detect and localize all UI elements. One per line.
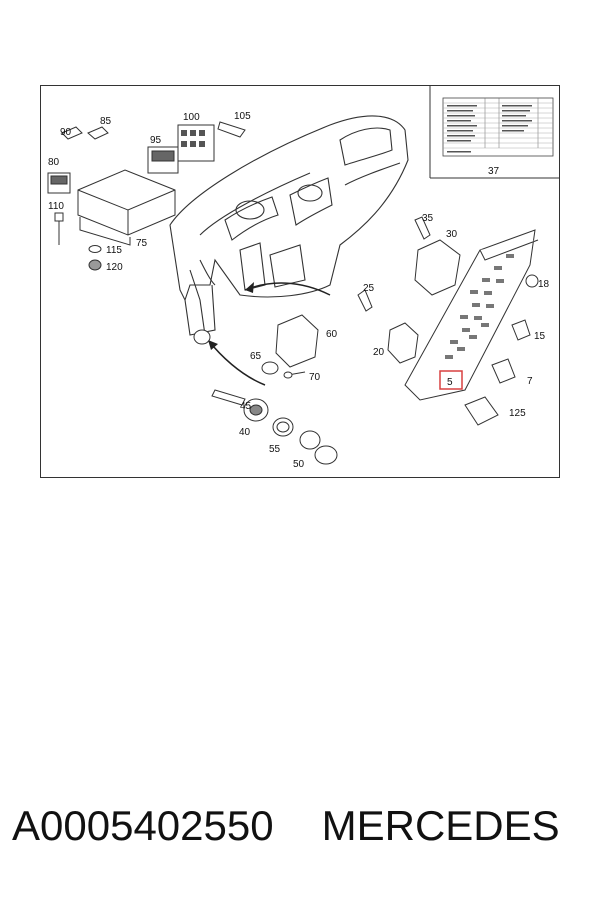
callout-60: 60 — [326, 329, 338, 340]
callout-18: 18 — [538, 279, 550, 290]
callout-45: 45 — [240, 401, 252, 412]
callout-105: 105 — [234, 111, 251, 122]
callout-30: 30 — [446, 229, 458, 240]
switch-parts — [261, 314, 319, 379]
callout-85: 85 — [100, 116, 112, 127]
callout-15: 15 — [534, 331, 546, 342]
callout-125: 125 — [509, 408, 526, 419]
part-caption: A0005402550 MERCEDES — [12, 802, 600, 862]
callout-5: 5 — [447, 377, 453, 388]
callout-75: 75 — [136, 238, 148, 249]
callout-80: 80 — [48, 157, 60, 168]
callout-110: 110 — [48, 201, 64, 212]
callout-65: 65 — [250, 351, 262, 362]
arrow-head-upper — [245, 282, 254, 293]
callout-35: 35 — [422, 213, 434, 224]
callout-55: 55 — [269, 444, 281, 455]
control-unit-75 — [77, 169, 176, 246]
callout-20: 20 — [373, 347, 385, 358]
callout-100: 100 — [183, 112, 200, 123]
callout-7: 7 — [527, 376, 533, 387]
socket-parts — [211, 389, 338, 465]
relay-parts — [357, 216, 461, 364]
callout-25: 25 — [363, 283, 375, 294]
callout-95: 95 — [150, 135, 162, 146]
callout-70: 70 — [309, 372, 321, 383]
callout-50: 50 — [293, 459, 305, 470]
legend-table — [429, 85, 560, 179]
arrow-head-lower — [208, 340, 218, 350]
knob-icon — [193, 329, 211, 345]
fasteners-left — [54, 212, 102, 271]
callout-90: 90 — [60, 127, 72, 138]
part-number: A0005402550 — [12, 802, 274, 849]
parts-diagram: 5 7 15 18 20 25 30 35 37 40 45 50 55 60 … — [40, 85, 560, 478]
connector-group-top — [47, 121, 246, 194]
manufacturer-name: MERCEDES — [321, 802, 560, 849]
fuse-box-5 — [404, 229, 539, 401]
callout-115: 115 — [106, 245, 122, 256]
callout-120: 120 — [106, 262, 123, 273]
highlight-box — [439, 370, 463, 390]
relays-right — [464, 274, 539, 426]
callout-37: 37 — [488, 166, 500, 177]
callout-40: 40 — [239, 427, 251, 438]
